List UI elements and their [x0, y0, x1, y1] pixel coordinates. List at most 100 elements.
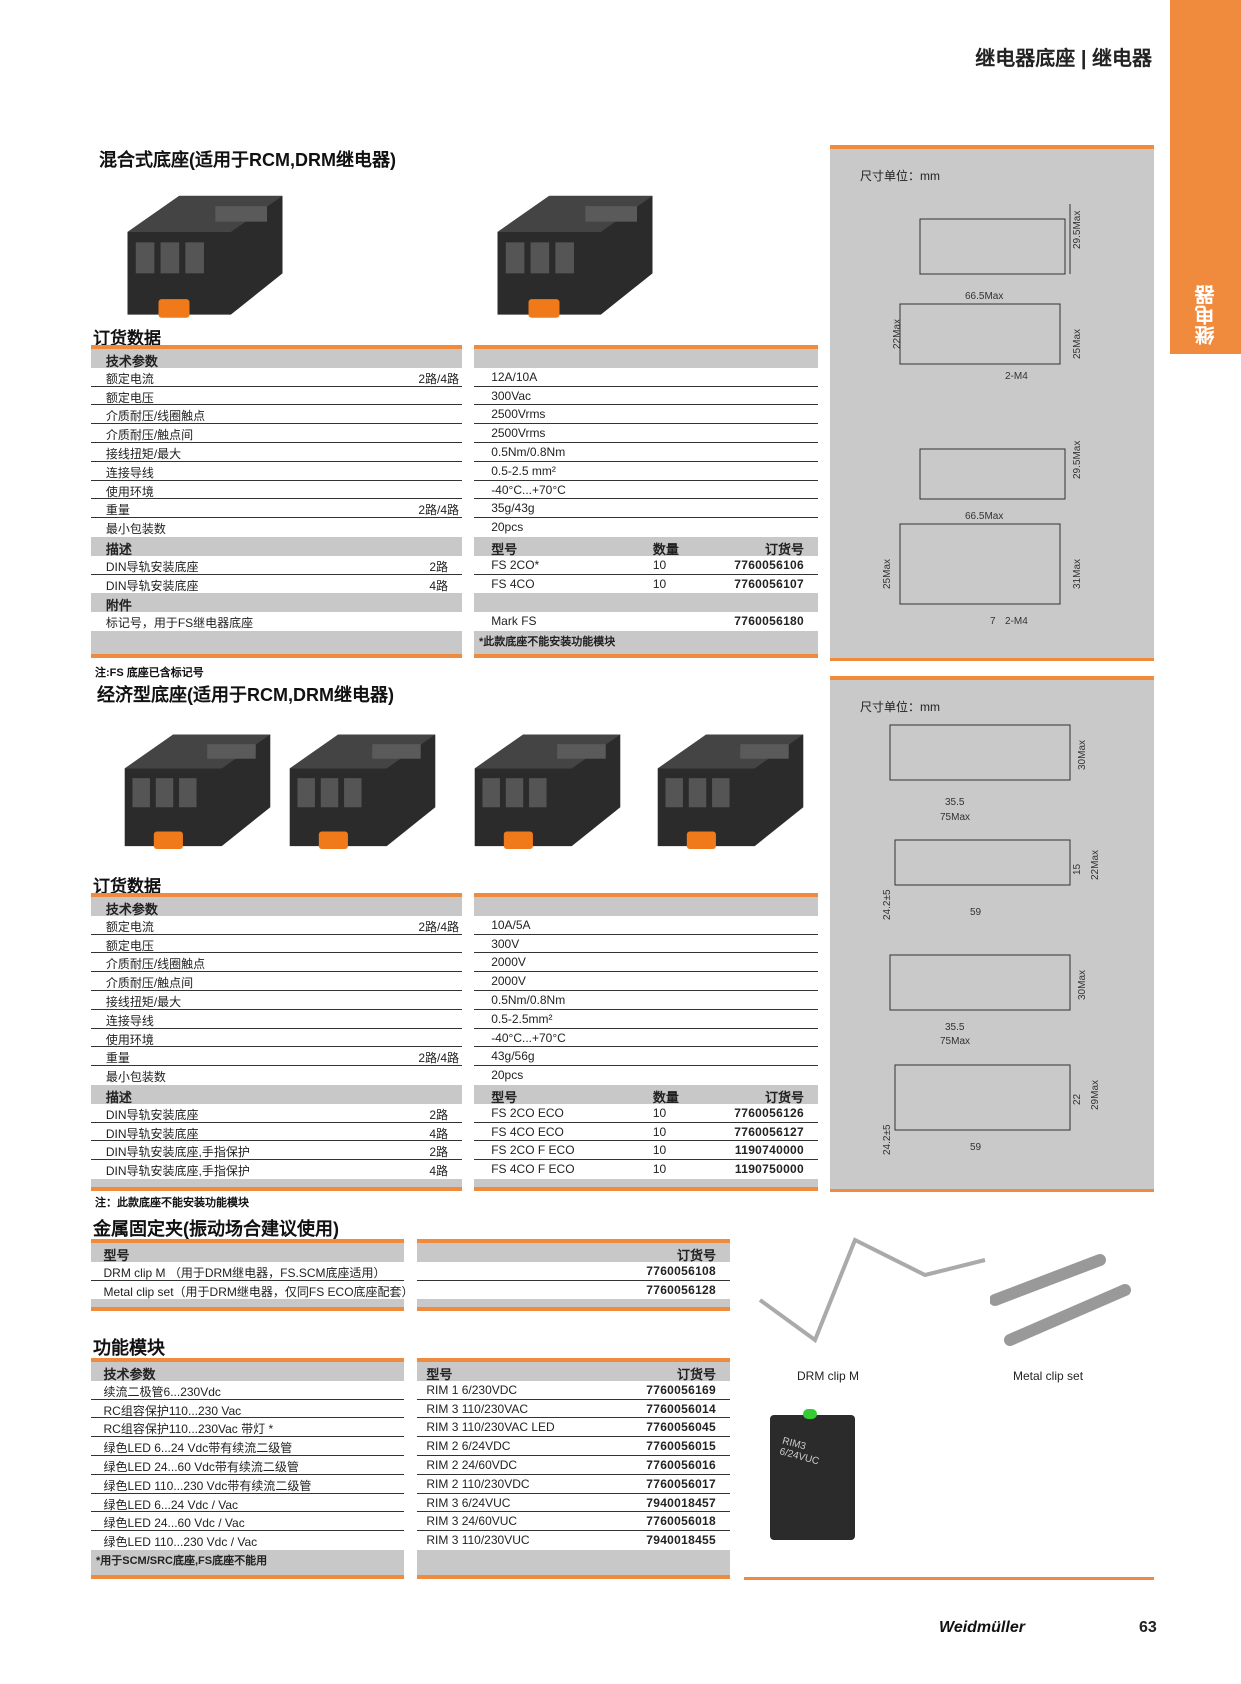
section-title-economy: 经济型底座(适用于RCM,DRM继电器)	[97, 685, 394, 705]
table-cell: 接线扭矩/最大	[105, 446, 182, 461]
table-cell: 7760056045	[646, 1420, 716, 1435]
table-cell: 2500Vrms	[491, 407, 546, 422]
table-cell: RIM 1 6/230VDC	[426, 1382, 518, 1397]
drm-clip-image	[758, 1237, 986, 1344]
table-header-row: 技术参数	[91, 1362, 404, 1382]
table-cell: 技术参数	[105, 354, 158, 369]
product-image-fs-2co-f-eco	[465, 708, 630, 858]
table-row: 绿色LED 110...230 Vdc / Vac	[91, 1531, 404, 1550]
table-cell: 0.5Nm/0.8Nm	[491, 444, 566, 459]
table-cell: FS 2CO ECO	[491, 1105, 564, 1120]
table-cell: 附件	[105, 598, 132, 614]
table-header-row: 订货号	[417, 1243, 730, 1263]
table-row: 介质耐压/触点间	[91, 972, 462, 991]
table-row: 35g/43g	[474, 499, 818, 519]
table-header-row: 技术参数	[91, 349, 462, 369]
table-cell: 4路	[429, 578, 448, 593]
table-cell: 型号	[426, 1367, 453, 1382]
svg-text:31Max: 31Max	[1072, 559, 1083, 589]
table-cell: 2路/4路	[418, 503, 459, 518]
table-cell: 介质耐压/线圈触点	[105, 409, 206, 424]
table-cell: 7760056106	[734, 557, 804, 572]
svg-text:29Max: 29Max	[1090, 1080, 1101, 1110]
table-row: 20pcs	[474, 518, 818, 537]
table-cell: 额定电流	[105, 371, 154, 386]
table-cell: 7760056126	[734, 1105, 804, 1120]
product-image-fs-4co	[480, 170, 670, 325]
table-row: 0.5-2.5mm²	[474, 1009, 818, 1029]
svg-text:22Max: 22Max	[892, 319, 903, 349]
table-cell: 2路/4路	[418, 919, 459, 934]
table-cell: 7760056018	[646, 1514, 716, 1529]
side-tab	[1170, 0, 1241, 354]
table-row: 绿色LED 24...60 Vdc带有续流二级管	[91, 1455, 404, 1475]
table-row: DRM clip M （用于DRM继电器，FS.SCM底座适用）	[91, 1261, 404, 1281]
table-footnote: *用于SCM/SRC底座,FS底座不能用	[96, 1554, 268, 1567]
table-cell: 20pcs	[491, 1068, 524, 1083]
table-cell: Mark FS	[491, 614, 537, 629]
table-footnote	[417, 1299, 730, 1303]
table-cell: RIM 2 110/230VDC	[426, 1476, 530, 1491]
table-cell: 10	[652, 557, 667, 572]
svg-text:2-M4: 2-M4	[1005, 371, 1028, 382]
table-cell: 重量	[105, 1051, 130, 1066]
table-cell: FS 2CO*	[491, 557, 540, 572]
table-row: 绿色LED 6...24 Vdc带有续流二级管	[91, 1437, 404, 1456]
table-cell: 4路	[429, 1126, 448, 1141]
table-row: 7760056108	[417, 1261, 730, 1281]
table-cell: 连接导线	[105, 1013, 154, 1028]
table-row: 最小包装数	[91, 1066, 462, 1085]
table-row: -40°C...+70°C	[474, 1028, 818, 1048]
page-number: 63	[1139, 1619, 1157, 1636]
table-cell: -40°C...+70°C	[491, 482, 566, 497]
table-cell: 7760056014	[646, 1401, 716, 1416]
table-cell: RC组容保护110...230Vac 带灯 *	[103, 1422, 274, 1437]
table-row: 最小包装数	[91, 518, 462, 537]
table-cell: 型号	[103, 1248, 130, 1263]
table-cell: 1190750000	[734, 1162, 804, 1177]
section-title-metal-clip: 金属固定夹(振动场合建议使用)	[93, 1219, 339, 1239]
table-cell: 重量	[105, 503, 130, 518]
table-cell: 订货号	[764, 541, 804, 557]
table-cell: 7940018457	[646, 1495, 716, 1510]
table-header-row: 技术参数	[91, 897, 462, 917]
svg-text:30Max: 30Max	[1077, 740, 1088, 770]
unit-label: 尺寸单位：mm	[860, 169, 940, 183]
table-cell: 2路	[429, 559, 448, 574]
svg-text:75Max: 75Max	[940, 812, 970, 823]
table-cell: DRM clip M （用于DRM继电器，FS.SCM底座适用）	[103, 1265, 386, 1280]
table-footnote	[417, 1550, 730, 1554]
order-data-title: 订货数据	[93, 329, 161, 348]
table-row: 接线扭矩/最大	[91, 442, 462, 462]
table-footnote	[91, 1299, 404, 1303]
table-cell: 0.5-2.5mm²	[491, 1011, 553, 1026]
table-row: RC组容保护110...230Vac 带灯 *	[91, 1418, 404, 1438]
table-row: 10A/5A	[474, 915, 818, 935]
table-header-row: 型号数量订货号	[474, 1084, 818, 1105]
table-cell: 1190740000	[734, 1143, 804, 1158]
table-row: 标记号，用于FS继电器底座	[91, 612, 462, 631]
table-cell: RIM 3 110/230VUC	[426, 1533, 530, 1548]
table-row: 接线扭矩/最大	[91, 990, 462, 1010]
table-cell: 2000V	[491, 974, 526, 989]
table-cell: 最小包装数	[105, 1070, 166, 1085]
svg-text:22Max: 22Max	[1090, 850, 1101, 880]
table-cell: 2路/4路	[418, 1051, 459, 1066]
table-cell: RIM 2 24/60VDC	[426, 1457, 518, 1472]
table-cell: 2000V	[491, 955, 526, 970]
table-row: Metal clip set（用于DRM继电器，仅同FS ECO底座配套）	[91, 1280, 414, 1300]
